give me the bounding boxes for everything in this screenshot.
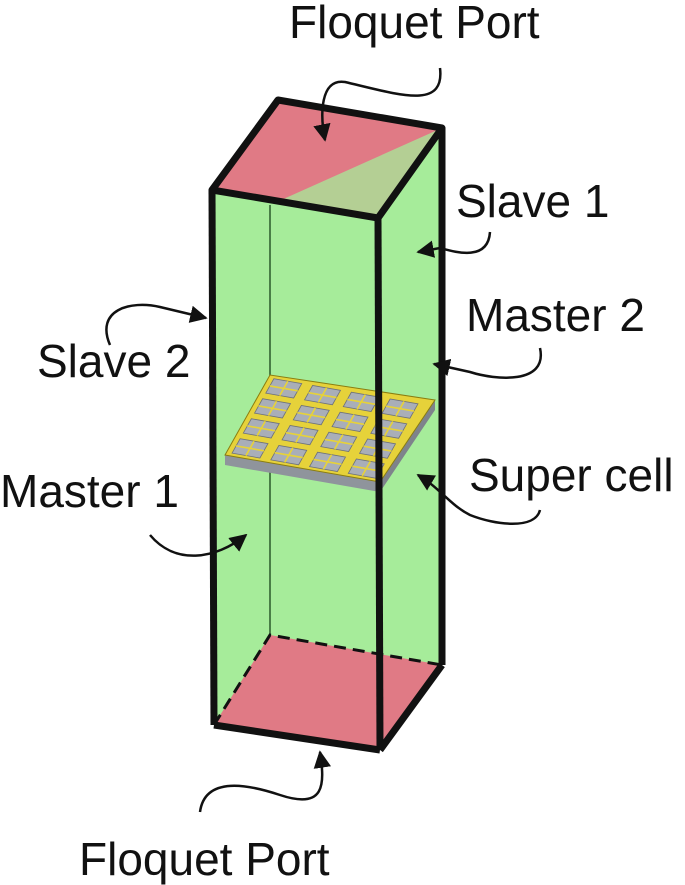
super-cell-slot bbox=[345, 414, 355, 430]
hidden-edge-bottom bbox=[212, 633, 443, 726]
arrow-slave-2 bbox=[105, 303, 208, 346]
super-cell-slot bbox=[384, 421, 394, 437]
arrow-floquet-bottom bbox=[198, 750, 332, 813]
arrow-super-cell bbox=[416, 473, 542, 525]
super-cell-slot bbox=[267, 400, 278, 416]
label-super-cell: Super cell bbox=[469, 449, 674, 501]
super-cell-slot bbox=[279, 380, 289, 396]
super-cell-slot bbox=[256, 420, 266, 436]
label-floquet-port-bottom: Floquet Port bbox=[79, 833, 330, 885]
super-cell-substrate-right bbox=[380, 400, 435, 492]
label-master-2: Master 2 bbox=[466, 289, 645, 341]
super-cell-slot bbox=[356, 394, 366, 410]
super-cell-substrate-side bbox=[225, 455, 380, 492]
super-cell-slot bbox=[295, 427, 305, 443]
super-cell-slot bbox=[317, 387, 328, 403]
bottom-port-face bbox=[214, 635, 442, 750]
super-cell-slot bbox=[395, 401, 405, 417]
super-cell-slot bbox=[361, 461, 371, 477]
callout-arrows bbox=[105, 67, 542, 813]
super-cell-slot bbox=[322, 454, 333, 470]
label-floquet-port-top: Floquet Port bbox=[289, 0, 540, 48]
label-slave-2: Slave 2 bbox=[37, 335, 190, 387]
frame-edge-front-right bbox=[374, 217, 384, 751]
super-cell-slot bbox=[284, 447, 294, 463]
label-master-1: Master 1 bbox=[0, 465, 179, 517]
super-cell-slot bbox=[334, 434, 344, 450]
arrow-floquet-top bbox=[313, 67, 442, 142]
super-cell-slot bbox=[306, 407, 316, 423]
box-frame bbox=[208, 96, 446, 754]
frame-edge-front-left bbox=[208, 189, 218, 726]
arrow-master-1 bbox=[149, 533, 248, 557]
frame-edge-bottom-front bbox=[213, 721, 381, 754]
super-cell-slot bbox=[245, 440, 255, 456]
frame-edge-bottom-right bbox=[377, 662, 445, 753]
arrow-slave-1 bbox=[416, 231, 492, 258]
super-cell bbox=[224, 374, 436, 492]
arrow-master-2 bbox=[432, 347, 542, 379]
label-slave-1: Slave 1 bbox=[456, 175, 609, 227]
